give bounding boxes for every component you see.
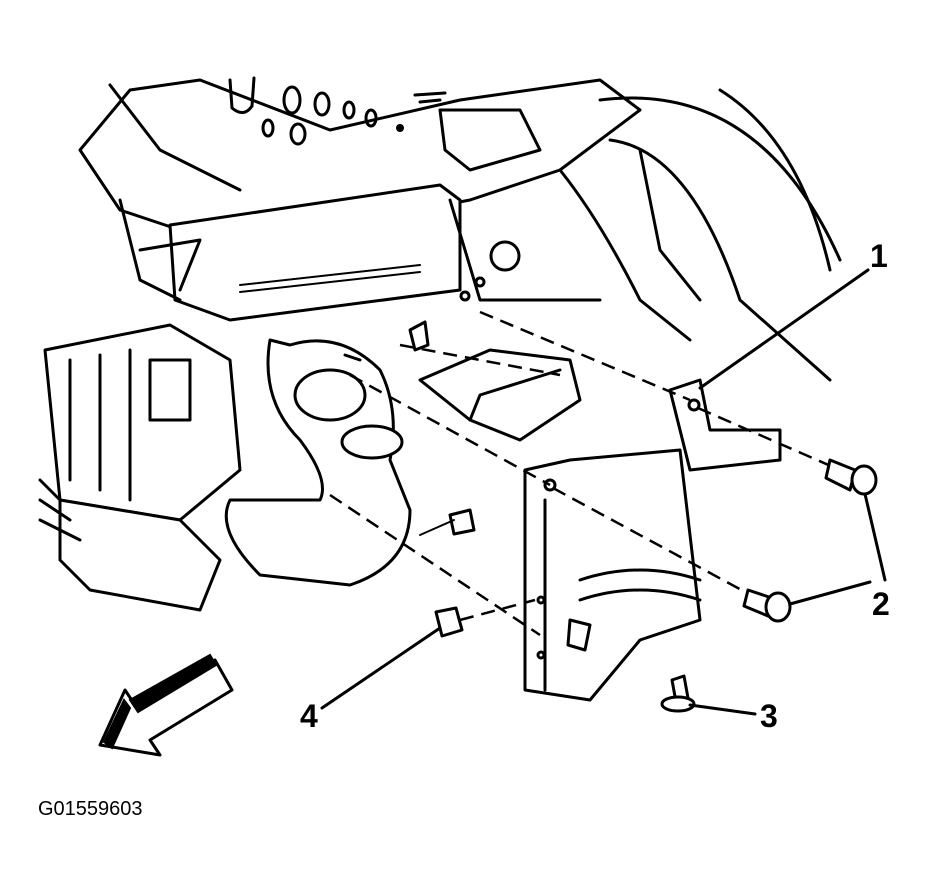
bolt-icon — [824, 458, 878, 496]
bolt-icon-lower — [742, 588, 792, 623]
alignment-lines — [329, 310, 841, 637]
callout-2: 2 — [872, 586, 890, 622]
air-duct — [224, 338, 412, 587]
small-clip-icon — [419, 508, 476, 536]
callout-3: 3 — [760, 698, 778, 734]
lower-bracket — [523, 378, 782, 702]
left-module — [38, 323, 242, 612]
leader-lines — [320, 268, 887, 716]
callout-1: 1 — [870, 238, 888, 274]
nut-clip-icon — [434, 606, 464, 638]
push-pin-retainer-icon — [660, 674, 696, 713]
callout-4: 4 — [300, 698, 318, 734]
panel-holes — [228, 76, 447, 146]
wheelhouse — [448, 88, 842, 382]
frame-rail — [78, 78, 642, 322]
figure-id: G01559603 — [38, 798, 143, 820]
front-arrow-icon — [98, 653, 234, 757]
